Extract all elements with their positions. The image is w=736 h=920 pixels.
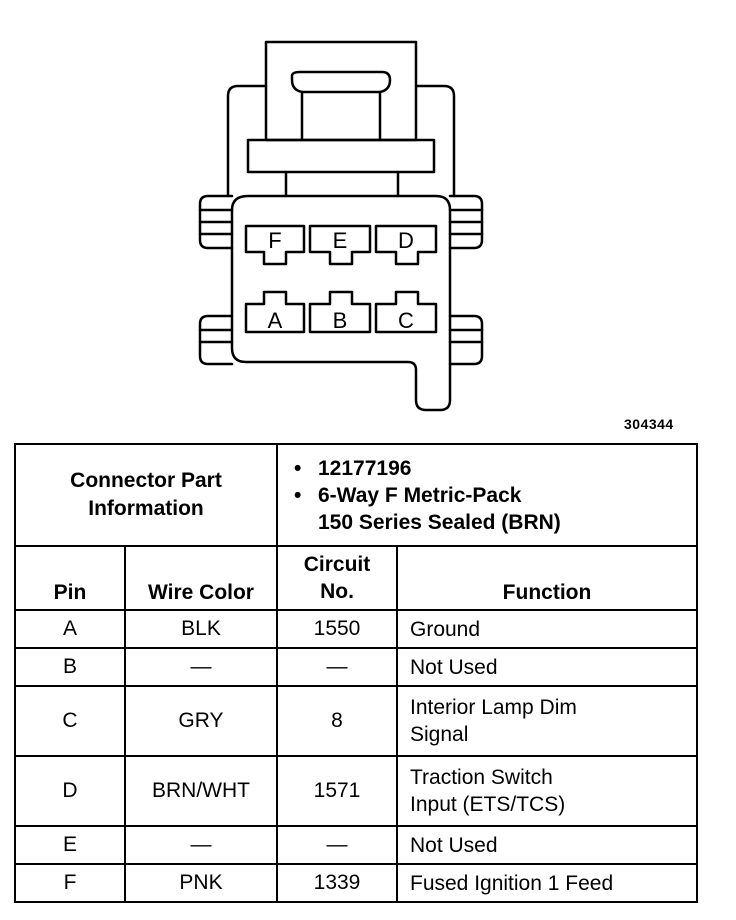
cell-pin: C <box>14 685 126 757</box>
part-info-label-line1: Connector Part <box>70 469 222 492</box>
table-row: A BLK 1550 Ground <box>14 609 699 649</box>
cell-circuit: 8 <box>276 685 398 757</box>
part-info-label: Connector Part Information <box>14 443 278 547</box>
pin-label-d: D <box>398 228 414 253</box>
cell-function-line2: Input (ETS/TCS) <box>410 793 566 816</box>
connector-latch <box>264 40 418 142</box>
cell-function: Fused Ignition 1 Feed <box>395 863 699 903</box>
table-row: B — — Not Used <box>14 647 699 687</box>
cell-wire-color: PNK <box>124 863 278 903</box>
col-header-circuit: Circuit No. <box>276 545 398 611</box>
col-header-circuit-line1: Circuit <box>303 553 371 576</box>
cell-function: Not Used <box>395 647 699 687</box>
table-row: C GRY 8 Interior Lamp Dim Signal <box>14 685 699 757</box>
pin-label-b: B <box>333 308 348 333</box>
cell-function-line1: Not Used <box>410 655 498 679</box>
cell-wire-color: — <box>124 647 278 687</box>
table-row: D BRN/WHT 1571 Traction Switch Input (ET… <box>14 755 699 827</box>
part-info-row: Connector Part Information 12177196 6-Wa… <box>14 443 699 547</box>
cell-circuit: — <box>276 825 398 865</box>
column-header-row: Pin Wire Color Circuit No. Function <box>14 545 699 611</box>
col-header-wire-color: Wire Color <box>124 545 278 611</box>
cell-function-line1: Interior Lamp Dim <box>410 696 577 719</box>
cell-pin: F <box>14 863 126 903</box>
pin-label-f: F <box>268 228 281 253</box>
cell-wire-color: — <box>124 825 278 865</box>
part-number: 12177196 <box>294 455 696 482</box>
part-info-details: 12177196 6-Way F Metric-Pack 150 Series … <box>275 443 699 547</box>
connector-housing <box>198 84 484 412</box>
cell-function-line2: Signal <box>410 723 469 746</box>
cell-function-line1: Ground <box>410 617 481 641</box>
cell-circuit: — <box>276 647 398 687</box>
part-description-line2: 150 Series Sealed (BRN) <box>318 510 561 534</box>
part-info-label-line2: Information <box>88 497 204 520</box>
col-header-function: Function <box>395 545 699 611</box>
cell-pin: A <box>14 609 126 649</box>
table-row: F PNK 1339 Fused Ignition 1 Feed <box>14 863 699 903</box>
cell-function-line1: Fused Ignition 1 Feed <box>410 871 614 895</box>
connector-table: Connector Part Information 12177196 6-Wa… <box>14 443 699 903</box>
cell-function: Interior Lamp Dim Signal <box>395 685 699 757</box>
pin-label-c: C <box>398 308 414 333</box>
cell-function-line1: Traction Switch <box>410 766 553 789</box>
cell-pin: D <box>14 755 126 827</box>
cell-circuit: 1550 <box>276 609 398 649</box>
col-header-pin: Pin <box>14 545 126 611</box>
col-header-circuit-line2: No. <box>320 580 354 603</box>
cell-function: Ground <box>395 609 699 649</box>
cell-wire-color: BRN/WHT <box>124 755 278 827</box>
cell-function: Traction Switch Input (ETS/TCS) <box>395 755 699 827</box>
cell-pin: B <box>14 647 126 687</box>
connector-diagram: F E D A B C <box>198 40 484 412</box>
cell-circuit: 1339 <box>276 863 398 903</box>
cavity-bottom-row <box>244 290 438 334</box>
cell-wire-color: BLK <box>124 609 278 649</box>
part-description-line1: 6-Way F Metric-Pack <box>294 482 696 509</box>
figure-id: 304344 <box>624 416 674 432</box>
pin-label-a: A <box>268 308 283 333</box>
table-row: E — — Not Used <box>14 825 699 865</box>
cell-pin: E <box>14 825 126 865</box>
cell-function-line1: Not Used <box>410 833 498 857</box>
pin-label-e: E <box>333 228 348 253</box>
cavity-top-row <box>244 224 438 266</box>
cell-circuit: 1571 <box>276 755 398 827</box>
cell-function: Not Used <box>395 825 699 865</box>
cell-wire-color: GRY <box>124 685 278 757</box>
